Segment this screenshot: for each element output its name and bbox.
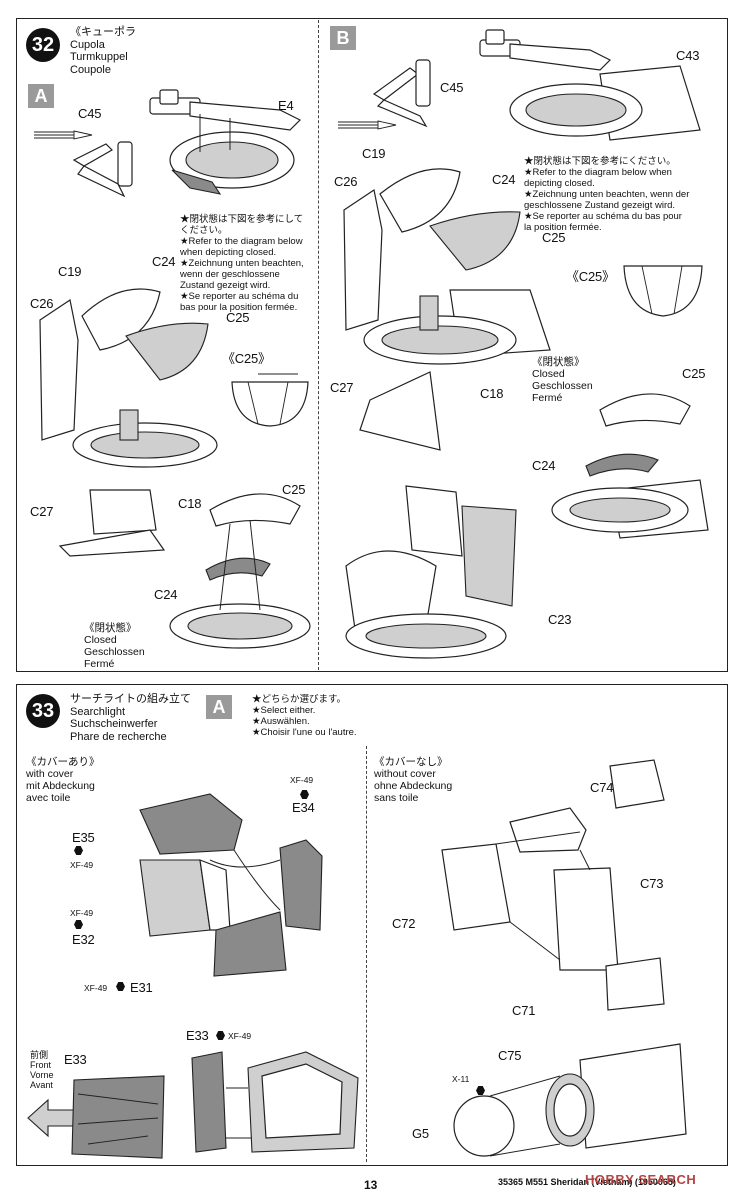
title-jp: サーチライトの組み立て — [70, 693, 191, 705]
panel-b-sprue-cutter-icon — [338, 120, 397, 130]
part-label: C26 — [30, 296, 54, 311]
panel-a-note: ★閉状態は下図を参考にして ください。 ★Refer to the diagra… — [180, 214, 304, 313]
step-32-title: 《キューポラ Cupola Turmkuppel Coupole — [70, 26, 136, 76]
panel-a-cupola-ring — [149, 89, 302, 195]
step-33-number: 33 — [26, 694, 60, 728]
part-label: C25 — [226, 310, 250, 325]
panel-b-badge: B — [330, 26, 356, 50]
part-label: C23 — [548, 612, 572, 627]
step-33-title: サーチライトの組み立て Searchlight Suchscheinwerfer… — [70, 693, 191, 743]
part-label: C72 — [392, 916, 416, 931]
paint-hex-icon — [74, 846, 83, 855]
product-code: 35365 M551 Sheridan (Vietnam) (1950065) — [498, 1177, 676, 1187]
panel-b-c25-detail — [623, 265, 703, 317]
title-fr: Coupole — [70, 63, 111, 76]
part-label: E31 — [130, 980, 153, 995]
detail-label: 《C25》 — [222, 351, 271, 366]
part-label: C25 — [682, 366, 706, 381]
with-cover-caption: 《カバーあり》 with cover mit Abdeckung avec to… — [26, 756, 100, 804]
panel-a-closed-caption: 《閉状態》 Closed Geschlossen Fermé — [84, 622, 145, 670]
part-label: E33 — [186, 1028, 209, 1043]
cover-exploded-view — [191, 1051, 359, 1153]
part-label: C73 — [640, 876, 664, 891]
front-cover-view — [71, 1075, 165, 1159]
paint-code: XF-49 — [70, 908, 94, 918]
paint-code: XF-49 — [70, 860, 94, 870]
part-label: C19 — [58, 264, 82, 279]
title-en: Cupola — [70, 38, 105, 51]
title-de: Suchscheinwerfer — [70, 718, 158, 730]
panel-b-note: ★閉状態は下図を参考にください。 ★Refer to the diagram b… — [524, 156, 690, 233]
part-label: C43 — [676, 48, 700, 63]
paint-code: X-11 — [452, 1074, 470, 1084]
part-label: C45 — [78, 106, 102, 121]
part-label: C25 — [282, 482, 306, 497]
paint-code: XF-49 — [228, 1031, 252, 1041]
part-label: C26 — [334, 174, 358, 189]
part-label: C24 — [532, 458, 556, 473]
detail-label: 《C25》 — [566, 269, 615, 284]
step-33-divider — [366, 746, 367, 1162]
part-label: E4 — [278, 98, 294, 113]
paint-code: XF-49 — [84, 983, 108, 993]
lens-assembly — [453, 1043, 687, 1157]
part-label: E32 — [72, 932, 95, 947]
step-32-divider — [318, 20, 319, 670]
part-label: C75 — [498, 1048, 522, 1063]
part-label: C25 — [542, 230, 566, 245]
page-number: 13 — [364, 1178, 378, 1192]
part-label: E34 — [292, 800, 315, 815]
watermark: HOBBY SEARCH — [585, 1172, 697, 1187]
paint-hex-icon — [476, 1086, 485, 1095]
panel-a-periscope-arm — [72, 141, 133, 198]
panel-a-sprue-cutter-icon — [34, 130, 93, 140]
without-cover-searchlight — [441, 759, 665, 1011]
part-label: C24 — [492, 172, 516, 187]
part-label: C18 — [480, 386, 504, 401]
panel-b-closed-diagram — [551, 393, 709, 539]
part-label: C74 — [590, 780, 614, 795]
without-cover-caption: 《カバーなし》 without cover ohne Abdeckung san… — [374, 756, 453, 804]
part-label: C27 — [330, 380, 354, 395]
part-label: E35 — [72, 830, 95, 845]
paint-hex-icon — [216, 1031, 225, 1040]
title-en: Searchlight — [70, 705, 126, 718]
title-fr: Phare de recherche — [70, 730, 167, 743]
paint-code: XF-49 — [290, 775, 314, 785]
with-cover-searchlight — [139, 793, 323, 977]
panel-a-c25-detail — [231, 373, 309, 427]
part-label: C19 — [362, 146, 386, 161]
part-label: C27 — [30, 504, 54, 519]
front-caption: 前側 Front Vorne Avant — [30, 1050, 54, 1090]
part-label: G5 — [412, 1126, 429, 1141]
part-label: C24 — [152, 254, 176, 269]
step-33-select-note: ★どちらか選びます。 ★Select either. ★Auswählen. ★… — [252, 694, 357, 738]
panel-a-badge: A — [28, 84, 54, 108]
title-jp: 《キューポラ — [70, 26, 136, 38]
panel-b-cupola-ring — [479, 29, 701, 141]
part-label: C24 — [154, 587, 178, 602]
step-33-badge: A — [206, 695, 232, 719]
paint-hex-icon — [300, 790, 309, 799]
panel-b-hatch-assembly — [343, 168, 551, 451]
part-label: C18 — [178, 496, 202, 511]
panel-b-periscope-arm — [372, 59, 431, 128]
paint-hex-icon — [74, 920, 83, 929]
panel-a-hatch-block — [58, 489, 166, 557]
step-32-number: 32 — [26, 28, 60, 62]
title-de: Turmkuppel — [70, 51, 128, 63]
panel-a-hatch-assembly — [39, 288, 218, 468]
panel-b-closed-caption: 《閉状態》 Closed Geschlossen Fermé — [532, 356, 593, 404]
panel-a-closed-diagram — [169, 493, 311, 649]
paint-hex-icon — [116, 982, 125, 991]
part-label: E33 — [64, 1052, 87, 1067]
panel-b-shield-assembly — [345, 485, 517, 659]
part-label: C45 — [440, 80, 464, 95]
part-label: C71 — [512, 1003, 536, 1018]
